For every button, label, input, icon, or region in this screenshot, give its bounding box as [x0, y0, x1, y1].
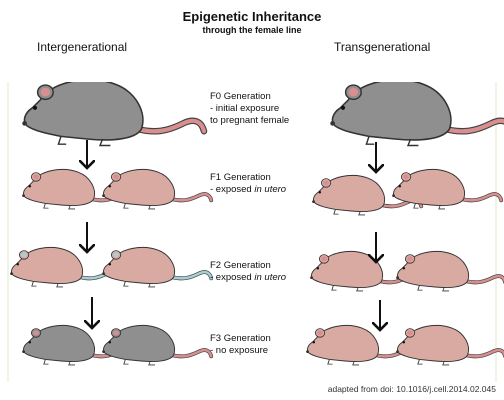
- f1-right-mouse-2: [392, 169, 504, 210]
- f1-generation-line-1: - exposed in utero: [210, 184, 287, 195]
- f1-generation-label: F1 Generation - exposed in utero: [210, 172, 286, 196]
- f2-generation-name: F2 Generation: [210, 260, 271, 271]
- f2-generation-label: F2 Generation - exposed in utero: [210, 260, 286, 284]
- f3-generation-name: F3 Generation: [210, 333, 271, 344]
- f3-left-mouse-2: [102, 325, 214, 366]
- diagram-subtitle: through the female line: [202, 25, 302, 35]
- f3-right-mouse-2: [396, 325, 504, 366]
- f0-generation-line-1: - initial exposure: [210, 103, 280, 114]
- f2-left-mouse-1: [10, 247, 122, 288]
- f2-generation-line-1: - exposed in utero: [210, 272, 287, 283]
- f0-left-mouse: [22, 82, 208, 147]
- mouse-diagram: [7, 82, 504, 382]
- f3-generation-line-1: - no exposure: [210, 345, 269, 356]
- f3-generation-label: F3 Generation - no exposure: [210, 333, 271, 357]
- f2-left-mouse-2: [102, 247, 214, 288]
- f1-generation-name: F1 Generation: [210, 172, 271, 183]
- f2-right-mouse-2: [396, 251, 504, 292]
- f1-left-mouse-2: [102, 169, 214, 210]
- transgenerational-header: Transgenerational: [334, 40, 431, 54]
- f0-generation-line-2: to pregnant female: [210, 115, 290, 126]
- intergenerational-header: Intergenerational: [37, 40, 128, 54]
- f0-generation-label: F0 Generation - initial exposure to preg…: [210, 91, 289, 127]
- f0-right-mouse: [330, 82, 504, 147]
- source-credit: adapted from doi: 10.1016/j.cell.2014.02…: [327, 384, 496, 394]
- f0-generation-name: F0 Generation: [210, 91, 271, 102]
- diagram-title: Epigenetic Inheritance: [182, 9, 322, 24]
